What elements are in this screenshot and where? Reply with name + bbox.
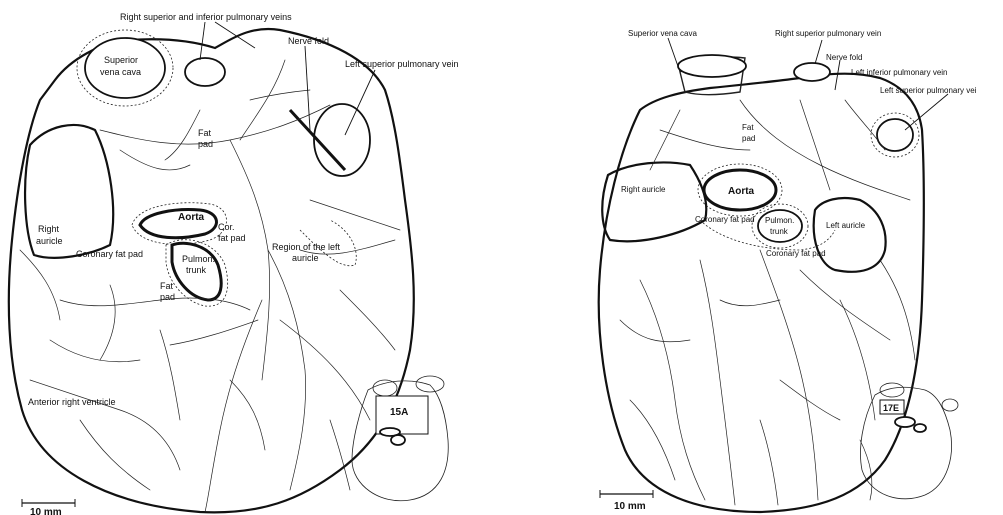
figure-b-scale-label: 10 mm: [614, 501, 646, 512]
figure-a-label-right-auricle-2: auricle: [36, 236, 63, 246]
figure-a-inset: 15A: [352, 376, 448, 501]
figure-b: 17E 10 mm: [599, 29, 977, 512]
figure-b-label-fat-pad-2: pad: [742, 134, 755, 143]
figure-a-label-svc-1: Superior: [104, 55, 138, 65]
figure-a-label-region-left-auricle-1: Region of the left: [272, 242, 341, 252]
figure-b-label-coronary-fat-pad-right: Coronary fat pad: [766, 249, 826, 258]
figure-b-superior-vena-cava: [678, 55, 746, 77]
figure-a-label-fat-pad-top-2: pad: [198, 139, 213, 149]
figure-b-right-auricle-outline: [602, 162, 706, 241]
figure-a-label-svc-2: vena cava: [100, 67, 141, 77]
figure-b-label-fat-pad-1: Fat: [742, 123, 754, 132]
figure-a-right-pulmonary-vein: [185, 58, 225, 86]
figure-b-label-right-auricle: Right auricle: [621, 185, 666, 194]
figure-b-scale-bar: 10 mm: [600, 490, 653, 512]
figure-a-label-right-auricle-1: Right: [38, 224, 60, 234]
figure-a-label-fat-pad-top-1: Fat: [198, 128, 212, 138]
figure-a-scale-label: 10 mm: [30, 507, 62, 515]
figure-b-right-superior-pulmonary-vein: [794, 63, 830, 81]
figure-b-label-superior-vena-cava: Superior vena cava: [628, 29, 697, 38]
figure-b-left-auricle-outline: [814, 198, 886, 272]
figure-b-vessel-network: [620, 100, 915, 505]
figure-a-label-nerve-fold: Nerve fold: [288, 36, 329, 46]
figure-b-heart-outline: [599, 74, 924, 512]
figure-b-label-nerve-fold: Nerve fold: [826, 53, 862, 62]
figure-a-scale-bar: 10 mm: [22, 499, 75, 515]
figure-a-label-left-superior-pulmonary-vein: Left superior pulmonary vein: [345, 59, 459, 69]
figure-a-label-cor-fat-pad-1: Cor.: [218, 222, 235, 232]
figure-a-label-fat-pad-low-2: pad: [160, 292, 175, 302]
figure-a-label-fat-pad-low-1: Fat: [160, 281, 174, 291]
figure-b-label-aorta: Aorta: [728, 186, 755, 197]
figure-a-label-pulmon-trunk-1: Pulmon.: [182, 254, 215, 264]
figure-b-label-right-superior-pulmonary-vein: Right superior pulmonary vein: [775, 29, 881, 38]
figure-a-label-region-left-auricle-2: auricle: [292, 253, 319, 263]
figure-b-label-left-superior-pulmonary-vein: Left superior pulmonary vei: [880, 86, 977, 95]
figure-b-label-pulmon-trunk-2: trunk: [770, 227, 789, 236]
figure-a-label-pulmon-trunk-2: trunk: [186, 265, 207, 275]
figure-a: 15A: [9, 12, 459, 515]
figure-a-label-anterior-right-ventricle: Anterior right ventricle: [28, 397, 116, 407]
figure-a-label-aorta: Aorta: [178, 212, 205, 223]
figure-a-inset-label: 15A: [390, 407, 408, 418]
figure-b-label-left-auricle: Left auricle: [826, 221, 866, 230]
figure-a-label-right-pulmonary-veins: Right superior and inferior pulmonary ve…: [120, 12, 292, 22]
figure-a-label-coronary-fat-pad: Coronary fat pad: [76, 249, 143, 259]
figure-b-pulmonary-trunk: [758, 210, 802, 242]
figure-b-label-coronary-fat-pad-left: Coronary fat pad: [695, 215, 755, 224]
figure-b-label-pulmon-trunk-1: Pulmon.: [765, 216, 794, 225]
figure-b-label-left-inferior-pulmonary-vein: Left inferior pulmonary vein: [851, 68, 948, 77]
figure-b-inset-label: 17E: [883, 403, 899, 413]
figure-a-label-cor-fat-pad-2: fat pad: [218, 233, 246, 243]
